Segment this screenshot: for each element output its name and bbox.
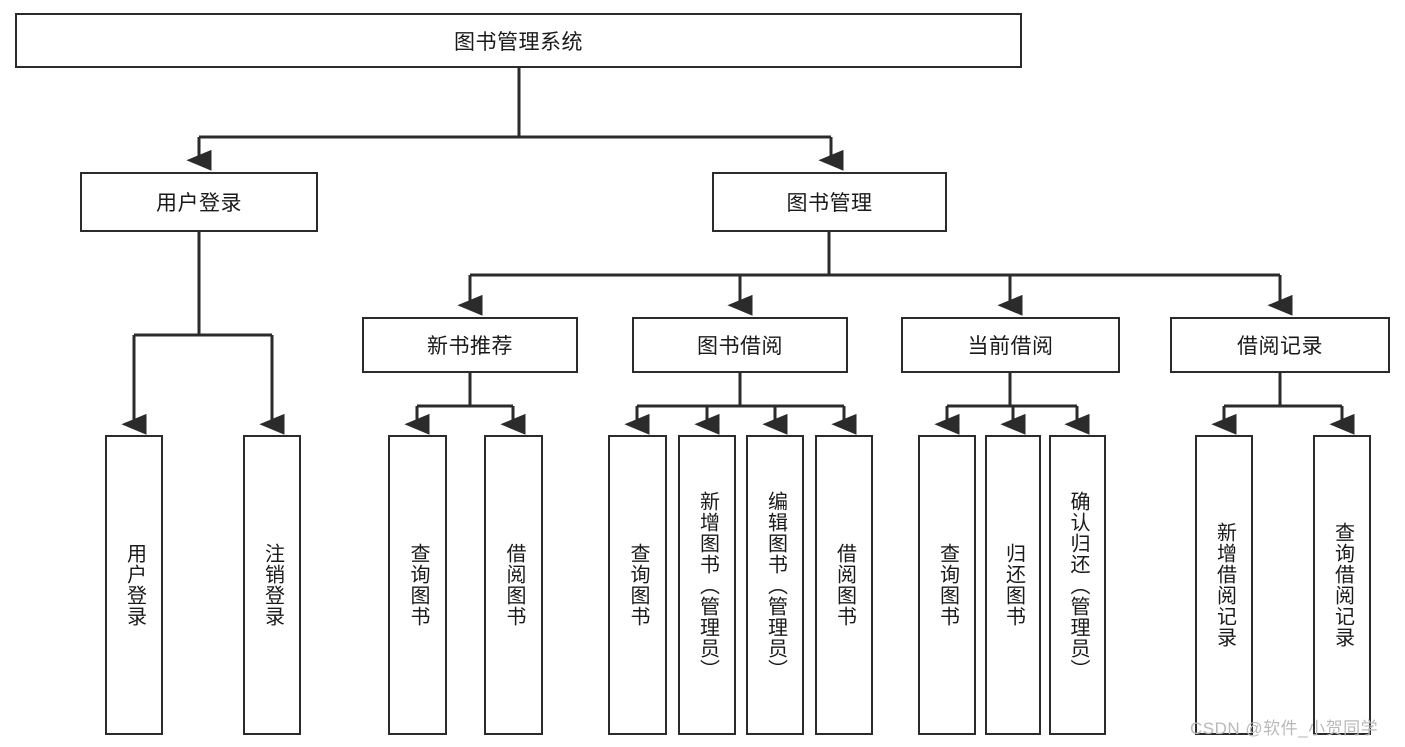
leaf-edit-book-admin[interactable]: 编辑图书（管理员） (746, 435, 804, 735)
leaf-confirm-return-admin[interactable]: 确认归还（管理员） (1049, 435, 1106, 735)
node-borrow-record[interactable]: 借阅记录 (1170, 317, 1390, 373)
node-root[interactable]: 图书管理系统 (15, 13, 1022, 68)
leaf-query-book-borrow[interactable]: 查询图书 (608, 435, 667, 735)
node-user-login[interactable]: 用户登录 (80, 172, 318, 232)
leaf-query-book-recommend[interactable]: 查询图书 (388, 435, 447, 735)
leaf-logout[interactable]: 注销登录 (243, 435, 301, 735)
node-new-book-recommend[interactable]: 新书推荐 (362, 317, 578, 373)
watermark: CSDN @软件_小贺同学 (1190, 719, 1379, 738)
leaf-add-borrow-record[interactable]: 新增借阅记录 (1195, 435, 1253, 735)
node-current-borrow[interactable]: 当前借阅 (901, 317, 1120, 373)
leaf-return-book[interactable]: 归还图书 (985, 435, 1041, 735)
leaf-borrow-book[interactable]: 借阅图书 (815, 435, 873, 735)
node-book-manage[interactable]: 图书管理 (712, 172, 947, 232)
node-book-borrow[interactable]: 图书借阅 (632, 317, 848, 373)
leaf-user-login[interactable]: 用户登录 (105, 435, 163, 735)
leaf-borrow-book-recommend[interactable]: 借阅图书 (484, 435, 543, 735)
leaf-add-book-admin[interactable]: 新增图书（管理员） (678, 435, 736, 735)
leaf-query-book-current[interactable]: 查询图书 (918, 435, 976, 735)
leaf-query-borrow-record[interactable]: 查询借阅记录 (1313, 435, 1371, 735)
